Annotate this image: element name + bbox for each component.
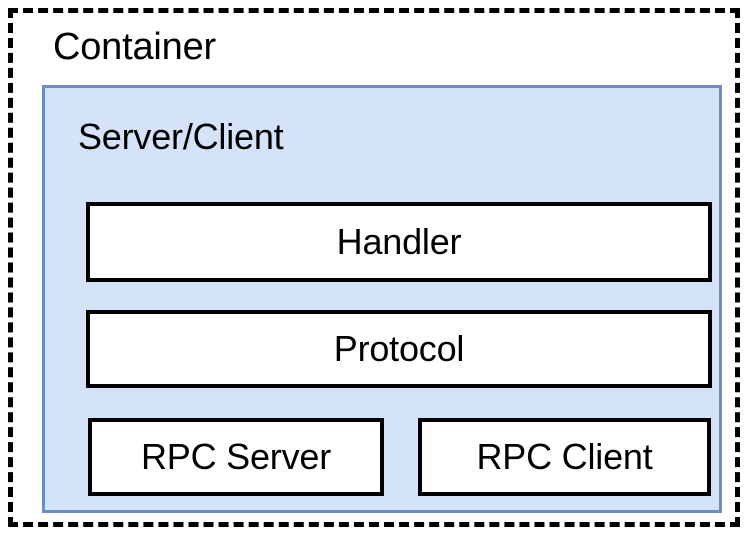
component-box-rpc-server: RPC Server xyxy=(88,418,384,496)
component-box-protocol: Protocol xyxy=(86,310,712,388)
component-label-rpc-server: RPC Server xyxy=(140,436,332,477)
component-label-handler: Handler xyxy=(336,221,462,262)
container-title: Container xyxy=(53,26,216,68)
container-outer-box: Container Server/Client Handler Protocol… xyxy=(8,8,740,527)
component-label-rpc-client: RPC Client xyxy=(476,436,653,477)
server-client-panel-title: Server/Client xyxy=(78,116,284,157)
component-box-rpc-client: RPC Client xyxy=(418,418,711,496)
server-client-panel: Server/Client Handler Protocol RPC Serve… xyxy=(42,85,722,513)
component-label-protocol: Protocol xyxy=(333,328,465,369)
component-box-handler: Handler xyxy=(86,202,712,282)
